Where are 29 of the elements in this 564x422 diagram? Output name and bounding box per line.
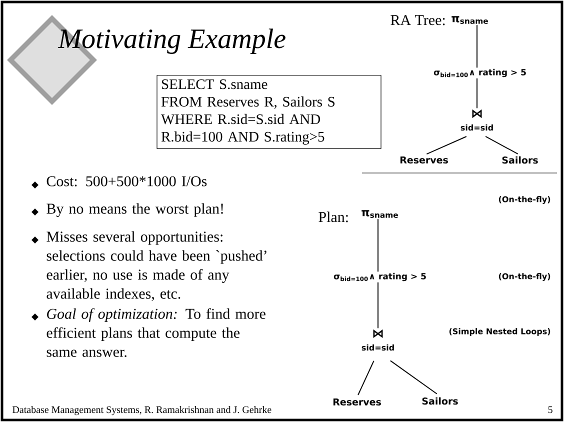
relation-label: Sailors: [422, 397, 458, 405]
relation-label: Reserves: [333, 398, 381, 406]
relation-label: Sailors: [502, 156, 538, 164]
join-operator: ⋈ sid=sid: [460, 109, 493, 131]
bullet-text: Cost: 500+500*1000 I/Os: [46, 176, 207, 186]
operator-note: (On-the-fly): [498, 196, 550, 204]
tree-edge: [426, 136, 467, 155]
projection-operator: π$_{sname}$: [362, 210, 398, 218]
slide-title: Motivating Example: [58, 28, 286, 54]
operator-note: (Simple Nested Loops): [449, 328, 550, 336]
selection-operator: σ$_{bid=100}$∧ rating > 5: [334, 272, 426, 282]
tree-caption: Plan:: [318, 212, 348, 222]
footer-text: Database Management Systems, R. Ramakrishnan and J. Gehrke: [12, 406, 272, 416]
bullet-text: By no means the worst plan!: [46, 203, 223, 217]
bullet-text: Misses several opportunities: selections could have been `pushed’ earlier, no use is made of any available indexes, etc.: [46, 231, 266, 301]
page-number: 5: [548, 406, 552, 414]
projection-operator: π$_{sname}$: [452, 16, 488, 24]
relation-label: Reserves: [400, 156, 448, 164]
selection-operator: σ$_{bid=100}$∧ rating > 5: [434, 68, 526, 78]
tree-edge: [476, 24, 478, 68]
tree-edge: [390, 360, 438, 394]
tree-edge: [358, 360, 374, 396]
tree-edge: [485, 136, 518, 154]
bullet-text: Goal of optimization: To find more efficient plans that compute the same answer.: [46, 308, 266, 357]
tree-caption: RA Tree:: [390, 15, 445, 26]
join-operator: ⋈ sid=sid: [362, 329, 394, 351]
tree-edge: [476, 78, 478, 109]
sql-query-box: SELECT S.sname FROM Reserves R, Sailors S WHERE R.sid=S.sid AND R.bid=100 AND S.rating>5: [156, 75, 382, 149]
operator-note: (On-the-fly): [498, 273, 550, 281]
